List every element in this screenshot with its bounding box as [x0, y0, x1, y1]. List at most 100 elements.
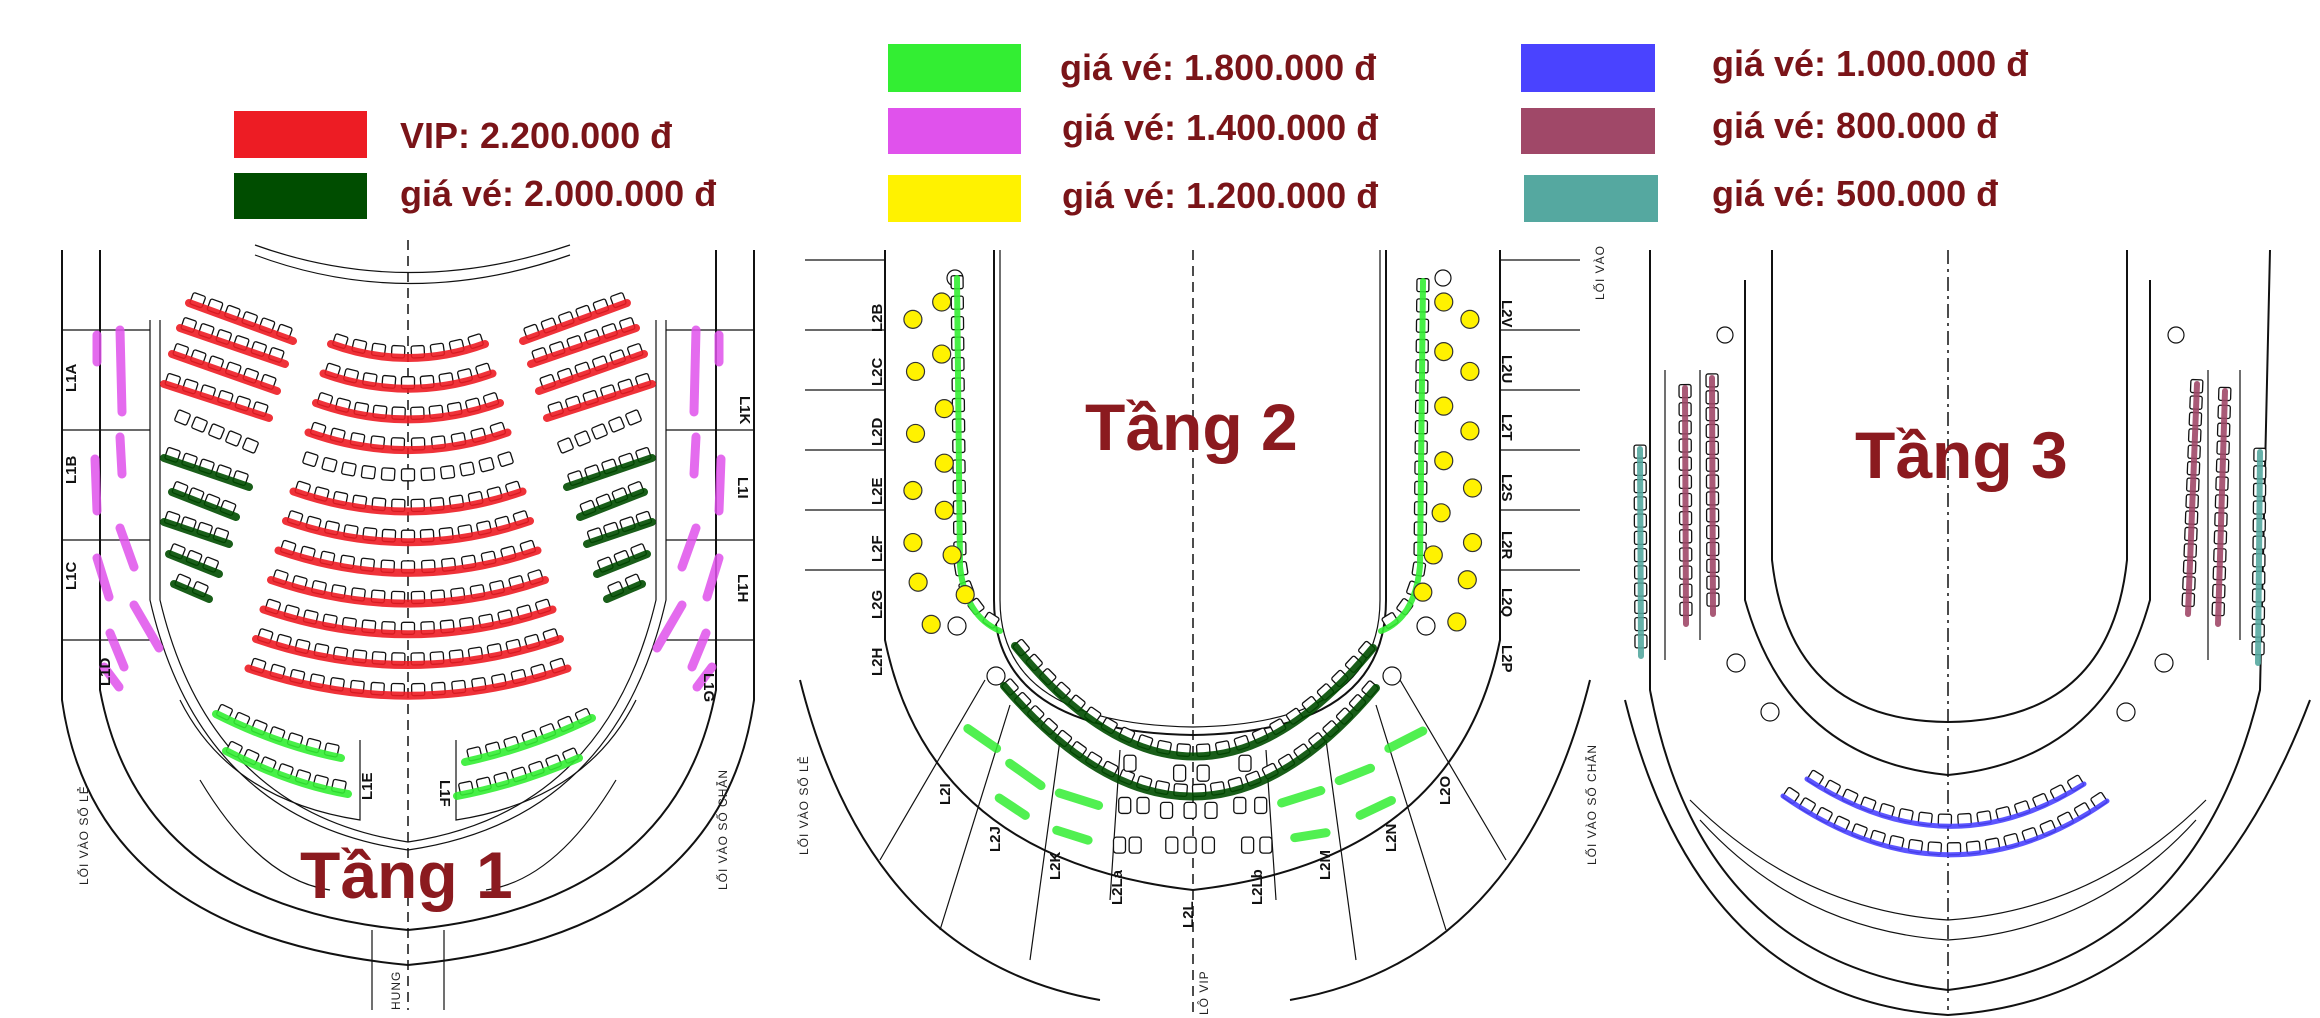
seat[interactable]: [1423, 545, 1443, 565]
seat[interactable]: [1183, 801, 1197, 820]
seat-row: [302, 451, 514, 482]
seat[interactable]: [225, 430, 242, 447]
price-highlight: [1378, 278, 1426, 634]
seat[interactable]: [1136, 796, 1150, 815]
seat[interactable]: [903, 532, 923, 553]
seat[interactable]: [955, 585, 975, 605]
price-highlight: [527, 324, 640, 368]
box-label-l1f: L1F: [436, 780, 453, 807]
seat[interactable]: [478, 457, 495, 473]
price-highlight: [2185, 381, 2200, 617]
seat[interactable]: [1462, 532, 1483, 553]
seat[interactable]: [1457, 570, 1477, 590]
price-highlight: [222, 747, 352, 798]
seat[interactable]: [302, 451, 319, 467]
seat-row: [527, 317, 640, 368]
price-highlight: [1334, 763, 1376, 786]
seat[interactable]: [459, 461, 476, 477]
seat[interactable]: [360, 465, 377, 480]
seat-row: [535, 343, 648, 395]
seat[interactable]: [208, 423, 225, 440]
seat[interactable]: [1159, 801, 1174, 820]
seat[interactable]: [934, 399, 954, 419]
seat[interactable]: [340, 461, 357, 477]
seat[interactable]: [1201, 836, 1216, 854]
seat[interactable]: [321, 457, 338, 473]
price-highlight: [1290, 828, 1331, 843]
seat[interactable]: [1460, 361, 1480, 382]
price-highlight: [165, 550, 223, 578]
seat[interactable]: [1434, 451, 1454, 471]
seat[interactable]: [574, 430, 591, 447]
box-label-l2k: L2K: [1047, 851, 1064, 880]
seat-row: [160, 447, 253, 491]
price-highlight: [2215, 388, 2228, 627]
seat[interactable]: [1254, 796, 1268, 815]
seat[interactable]: [174, 409, 191, 426]
seat[interactable]: [905, 361, 926, 382]
seat[interactable]: [1233, 796, 1247, 815]
price-highlight: [1000, 682, 1380, 801]
price-highlight: [1709, 375, 1716, 617]
price-highlight: [702, 553, 724, 602]
seat[interactable]: [1238, 754, 1252, 772]
seat[interactable]: [908, 572, 928, 592]
seat[interactable]: [557, 437, 574, 454]
seat[interactable]: [1413, 582, 1433, 602]
seat[interactable]: [903, 309, 923, 329]
price-highlight: [2255, 449, 2263, 666]
price-highlight: [1682, 385, 1689, 627]
seat[interactable]: [380, 467, 396, 482]
seat[interactable]: [903, 480, 923, 501]
seat[interactable]: [191, 416, 208, 433]
seat[interactable]: [934, 453, 954, 473]
seat[interactable]: [921, 614, 941, 635]
seat[interactable]: [591, 423, 608, 440]
seat[interactable]: [400, 468, 416, 482]
seat[interactable]: [625, 409, 642, 426]
seat-row: [168, 343, 281, 395]
seat[interactable]: [1434, 342, 1454, 362]
seat[interactable]: [942, 545, 962, 565]
seat[interactable]: [439, 465, 456, 480]
seat[interactable]: [1128, 836, 1142, 854]
seat[interactable]: [1123, 754, 1137, 772]
price-highlight: [1780, 793, 2110, 858]
seat[interactable]: [1434, 396, 1454, 416]
seat[interactable]: [1165, 836, 1179, 854]
seat[interactable]: [1460, 309, 1480, 329]
price-highlight: [185, 299, 297, 345]
price-highlight: [652, 600, 687, 653]
price-highlight: [963, 724, 1002, 753]
box-label-l2f: L2F: [869, 535, 886, 562]
seat[interactable]: [1431, 503, 1451, 523]
seat[interactable]: [1259, 836, 1273, 854]
seat[interactable]: [497, 451, 514, 467]
seat-row: [1378, 277, 1430, 634]
seat[interactable]: [608, 416, 625, 433]
seat[interactable]: [420, 467, 436, 482]
seat[interactable]: [1240, 836, 1255, 854]
seat[interactable]: [1447, 612, 1467, 632]
box-label-l1i: L1I: [734, 477, 751, 499]
seat[interactable]: [1204, 801, 1218, 820]
seat[interactable]: [1460, 421, 1480, 441]
seat[interactable]: [1196, 764, 1210, 782]
box-label-l2h: L2H: [869, 648, 886, 676]
seat[interactable]: [934, 500, 954, 520]
legend-swatch-1800000: [888, 44, 1021, 92]
floor-1-seat-rows: [90, 292, 726, 800]
seat[interactable]: [1118, 796, 1132, 815]
seat[interactable]: [1112, 836, 1127, 854]
seat[interactable]: [905, 423, 926, 444]
seat[interactable]: [242, 437, 259, 454]
seat[interactable]: [1183, 836, 1197, 854]
seat[interactable]: [932, 344, 952, 364]
seat[interactable]: [1172, 764, 1187, 782]
price-highlight: [160, 380, 273, 422]
seat[interactable]: [1462, 478, 1483, 498]
seat[interactable]: [1434, 292, 1454, 312]
seat[interactable]: [932, 292, 952, 312]
legend-swatch-1000000: [1521, 44, 1655, 92]
price-highlight: [1054, 788, 1104, 810]
